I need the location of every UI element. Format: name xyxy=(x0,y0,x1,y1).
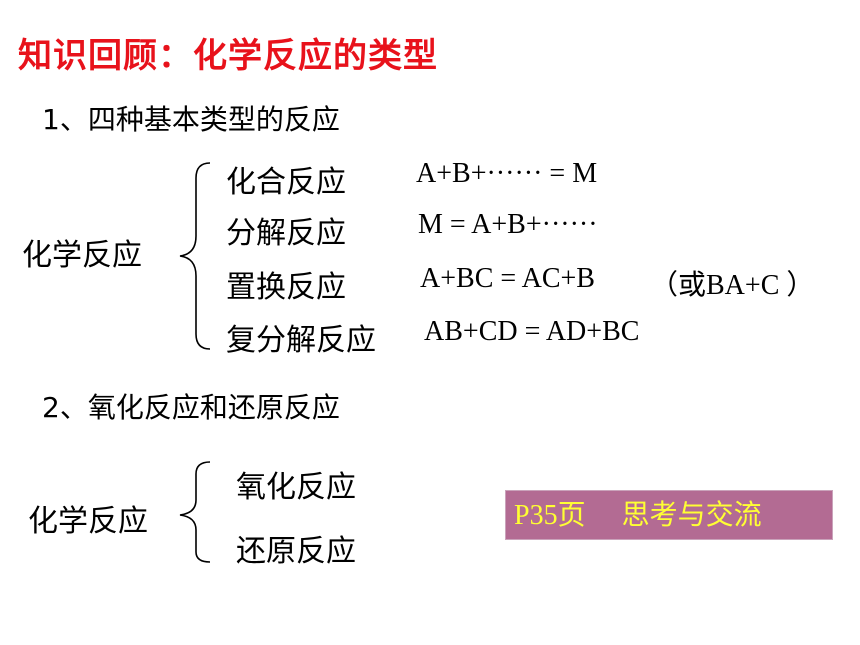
callout-page: P35页 xyxy=(514,500,586,531)
callout-text: 思考与交流 xyxy=(621,498,762,531)
section2-heading: 2、氧化反应和还原反应 xyxy=(42,391,340,424)
reaction-type-displacement: 置换反应 xyxy=(226,270,346,305)
equation-combination: A+B+······ = M xyxy=(416,158,598,189)
section1-heading: 1、四种基本类型的反应 xyxy=(42,103,340,136)
reaction-type-oxidation: 氧化反应 xyxy=(236,470,356,505)
reaction-type-decomposition: 分解反应 xyxy=(226,216,346,251)
section1-category: 化学反应 xyxy=(22,238,142,273)
equation-double-displacement: AB+CD = AD+BC xyxy=(424,316,640,347)
page-title: 知识回顾：化学反应的类型 xyxy=(18,36,438,76)
reaction-type-double-displacement: 复分解反应 xyxy=(226,323,376,358)
equation-decomposition: M = A+B+······ xyxy=(418,209,598,240)
reaction-type-reduction: 还原反应 xyxy=(236,534,356,569)
reaction-type-combination: 化合反应 xyxy=(226,165,346,200)
section2-category: 化学反应 xyxy=(28,504,148,539)
callout-box: P35页 思考与交流 xyxy=(505,490,833,540)
equation-displacement: A+BC = AC+B xyxy=(420,263,595,294)
equation-displacement-alt: （或BA+C ） xyxy=(650,270,815,301)
